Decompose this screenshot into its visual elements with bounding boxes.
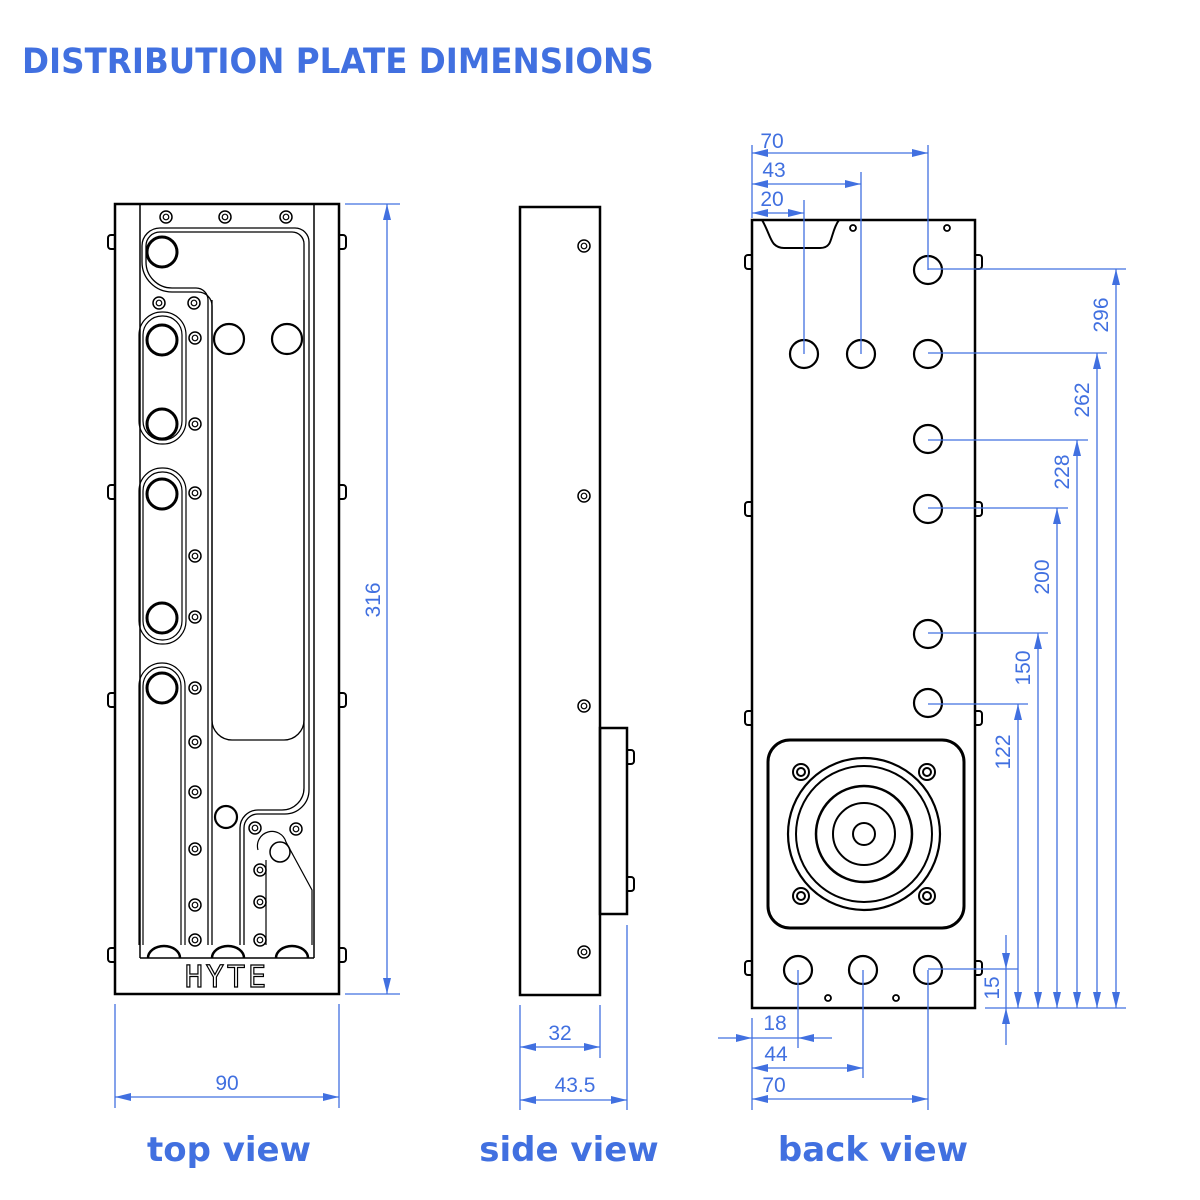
side-view: 32 43.5 — [518, 205, 635, 1110]
side-view-label: side view — [479, 1130, 659, 1170]
svg-text:122: 122 — [992, 734, 1015, 769]
port — [145, 235, 304, 863]
svg-text:316: 316 — [362, 582, 385, 617]
svg-text:228: 228 — [1051, 454, 1074, 489]
svg-text:32: 32 — [548, 1022, 571, 1045]
back-view: 70 43 20 18 44 70 — [718, 130, 1126, 1110]
svg-text:200: 200 — [1031, 559, 1054, 594]
svg-text:43: 43 — [762, 159, 785, 182]
svg-text:90: 90 — [215, 1072, 238, 1095]
back-view-label: back view — [777, 1130, 969, 1170]
back-vertical-dimensions: 296 262 228 200 150 122 — [928, 268, 1126, 1045]
hyte-logo: HYTE — [185, 960, 269, 995]
side-view-body — [518, 205, 602, 997]
svg-text:262: 262 — [1071, 382, 1094, 417]
top-width-dimension: 90 — [114, 1004, 340, 1108]
back-bottom-dimensions: 18 44 70 — [718, 970, 929, 1110]
svg-text:20: 20 — [760, 188, 783, 211]
svg-text:150: 150 — [1012, 650, 1035, 685]
svg-text:70: 70 — [760, 130, 783, 153]
top-view: HYTE 90 316 — [107, 202, 400, 1108]
svg-text:43.5: 43.5 — [555, 1074, 596, 1097]
svg-text:296: 296 — [1090, 297, 1113, 332]
back-view-outline — [750, 218, 977, 1010]
page-title: DISTRIBUTION PLATE DIMENSIONS — [22, 42, 654, 82]
svg-text:44: 44 — [764, 1043, 788, 1066]
top-view-label: top view — [146, 1130, 312, 1170]
side-depth-dimension: 32 43.5 — [519, 925, 628, 1110]
svg-text:15: 15 — [981, 976, 1004, 999]
back-top-dimensions: 70 43 20 — [751, 130, 929, 354]
svg-text:18: 18 — [763, 1012, 786, 1035]
pump — [766, 738, 966, 930]
svg-text:70: 70 — [762, 1074, 785, 1097]
top-height-dimension: 316 — [345, 203, 400, 995]
side-view-pump-block — [598, 726, 629, 916]
top-view-outline — [113, 202, 341, 996]
